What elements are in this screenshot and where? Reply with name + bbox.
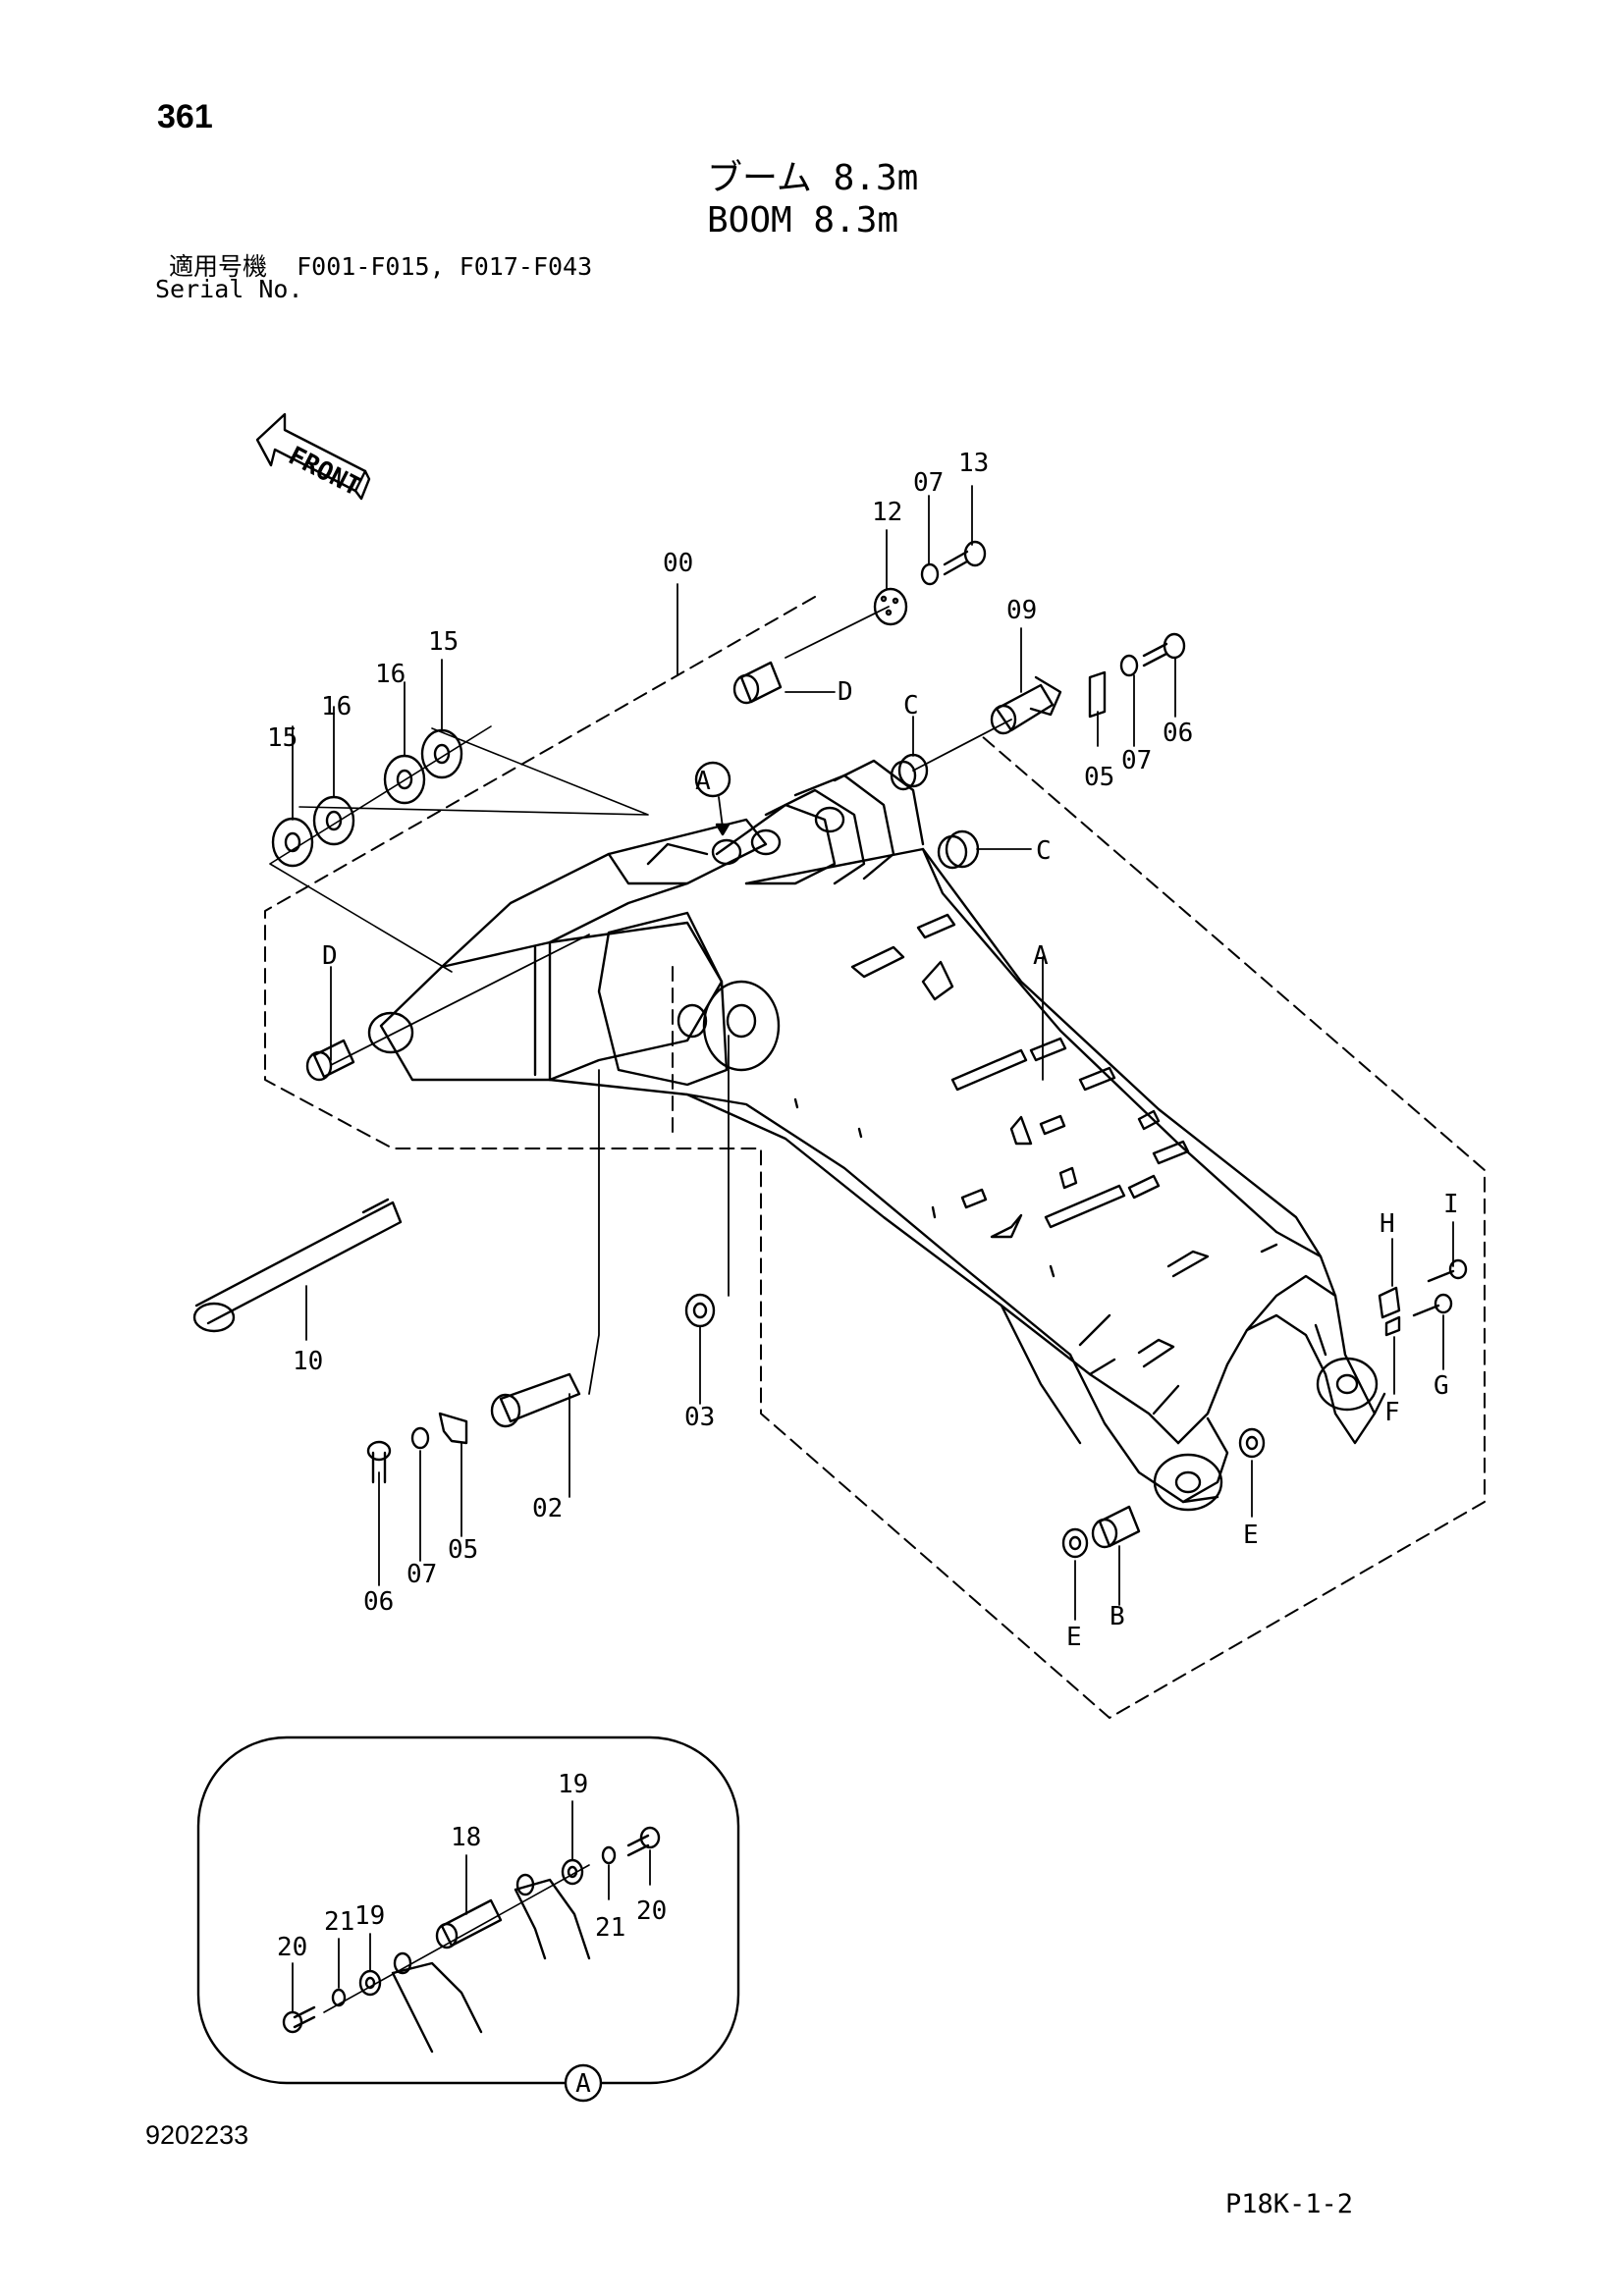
- page-code: P18K-1-2: [1225, 2189, 1354, 2219]
- callout-05-right: 05: [1084, 763, 1114, 792]
- callout-07-right: 07: [1121, 746, 1152, 775]
- callout-a: A: [1033, 941, 1049, 971]
- callout-h: H: [1380, 1209, 1395, 1239]
- callout-07-top: 07: [913, 468, 944, 498]
- washer-e-right: [1238, 1427, 1266, 1459]
- callout-06-right: 06: [1163, 719, 1193, 748]
- callout-c-lower: C: [1036, 836, 1052, 866]
- drawing-number: 9202233: [145, 2120, 249, 2150]
- callout-16-right: 16: [375, 660, 406, 689]
- callout-15-left: 15: [267, 723, 298, 753]
- washer-16-left: [312, 795, 355, 846]
- plate-12: [873, 587, 908, 626]
- pin-10: [192, 1198, 403, 1333]
- detail-a-label: A: [575, 2069, 591, 2099]
- callout-03: 03: [684, 1403, 715, 1432]
- bolt-06-left: [366, 1440, 392, 1484]
- detail-a-marker: [694, 761, 731, 798]
- bolt-i: [1427, 1258, 1468, 1283]
- callout-d-lower: D: [322, 941, 338, 971]
- callout-15-right: 15: [428, 627, 459, 657]
- callout-a-circle: A: [695, 767, 711, 796]
- bushing-c-upper: [890, 753, 929, 791]
- callout-16-left: 16: [321, 692, 352, 721]
- callout-05-left: 05: [448, 1535, 478, 1565]
- callout-10: 10: [293, 1347, 323, 1376]
- serial-label-english: Serial No.: [155, 275, 303, 303]
- bracket-h: [1378, 1286, 1401, 1319]
- serial-range-value: F001-F015, F017-F043: [297, 252, 593, 281]
- callout-f: F: [1384, 1398, 1400, 1427]
- detail-callout-21-left: 21: [324, 1907, 354, 1937]
- detail-callout-21-right: 21: [595, 1913, 625, 1943]
- front-arrow-icon: [255, 412, 371, 501]
- callout-02: 02: [532, 1494, 563, 1523]
- detail-callout-20-right: 20: [636, 1896, 667, 1926]
- callout-i: I: [1443, 1190, 1459, 1219]
- bolt-g: [1412, 1293, 1453, 1317]
- leader-lines: [292, 485, 1454, 1621]
- callout-c-upper: C: [903, 691, 919, 721]
- detail-a-box: [196, 1735, 740, 2085]
- pin-09: [990, 675, 1062, 735]
- plate-05-left: [438, 1412, 468, 1445]
- detail-callout-20-left: 20: [277, 1933, 307, 1962]
- washer-07-left: [410, 1426, 430, 1450]
- serial-range: 適用号機 F001-F015, F017-F043: [169, 247, 592, 283]
- callout-00: 00: [663, 549, 693, 578]
- bushing-c-lower: [937, 829, 980, 870]
- callout-e-left: E: [1066, 1623, 1082, 1652]
- detail-callout-18: 18: [451, 1823, 481, 1852]
- title-japanese: ブーム 8.3m: [707, 158, 919, 198]
- callout-d-upper: D: [838, 677, 853, 707]
- washer-e-left: [1061, 1527, 1089, 1559]
- callout-13: 13: [958, 449, 989, 478]
- bolt-13: [943, 540, 987, 576]
- bushing-d-lower: [305, 1039, 355, 1082]
- callout-g: G: [1434, 1371, 1449, 1401]
- bolt-06-right: [1142, 632, 1186, 667]
- bushing-d-upper: [732, 661, 783, 705]
- callout-07-left: 07: [406, 1560, 437, 1589]
- washer-07-top: [920, 562, 940, 586]
- callout-b: B: [1110, 1602, 1125, 1631]
- detail-callout-19-left: 19: [354, 1901, 385, 1931]
- serial-label-japanese: 適用号機: [169, 252, 268, 281]
- pin-02: [490, 1372, 581, 1428]
- detail-a-parts: [282, 1826, 661, 2054]
- bushing-b: [1091, 1505, 1141, 1549]
- assembly-outline: [264, 596, 1486, 1719]
- clamp-f: [1384, 1315, 1401, 1337]
- detail-a-label-circle: [564, 2063, 603, 2103]
- page-number: 361: [157, 98, 213, 135]
- callout-09: 09: [1006, 596, 1037, 625]
- bushing-03: [684, 1293, 716, 1328]
- plate-05-right: [1088, 670, 1107, 719]
- callout-e-right: E: [1243, 1521, 1259, 1550]
- callout-06-left: 06: [363, 1587, 394, 1617]
- washer-07-right: [1119, 654, 1139, 677]
- detail-callout-19-right: 19: [558, 1770, 588, 1799]
- callout-12: 12: [872, 498, 902, 527]
- title-english: BOOM 8.3m: [707, 200, 899, 240]
- boom-body: [367, 759, 1386, 1512]
